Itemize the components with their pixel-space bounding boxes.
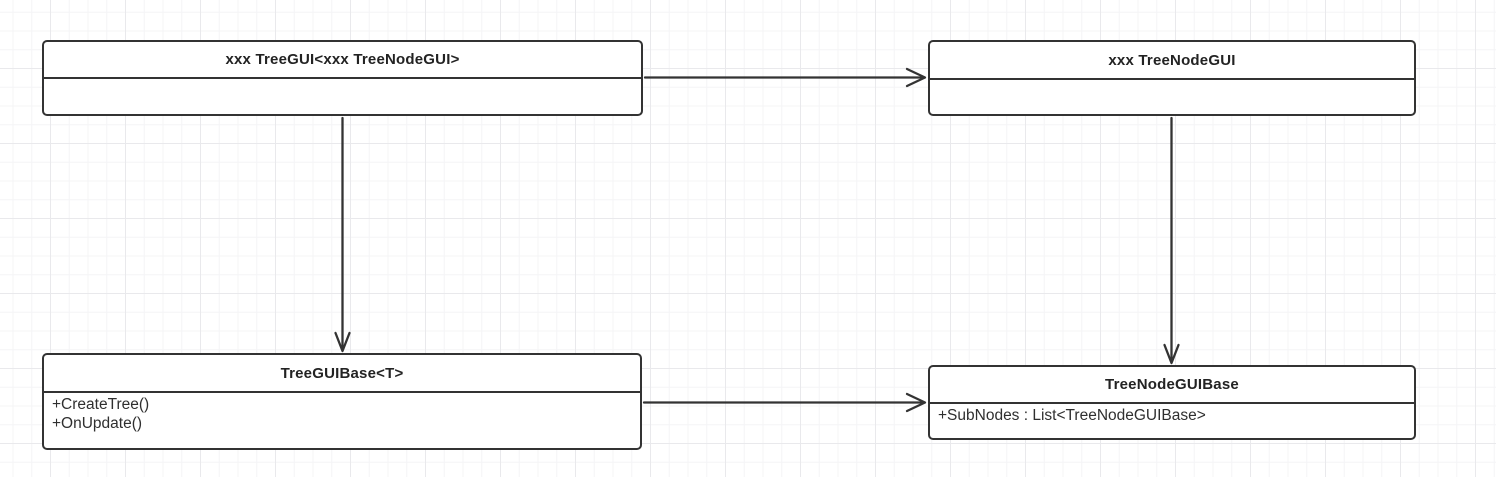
edge-treegui-to-treeguibase[interactable] — [334, 116, 351, 353]
edge-treeguibase-to-treenodeguibase[interactable] — [642, 392, 927, 413]
member-line: +OnUpdate() — [52, 414, 143, 432]
edge-treenodegui-to-treenodeguibase[interactable] — [1163, 116, 1180, 365]
class-title: TreeNodeGUIBase — [930, 367, 1414, 404]
class-node-tree-node-gui[interactable]: xxx TreeNodeGUI — [928, 40, 1416, 116]
member-line: +CreateTree() — [52, 396, 150, 413]
class-node-tree-node-gui-base[interactable]: TreeNodeGUIBase +SubNodes : List<TreeNod… — [928, 365, 1416, 440]
class-members-empty — [930, 80, 1414, 114]
class-title: xxx TreeGUI<xxx TreeNodeGUI> — [44, 42, 641, 79]
class-node-tree-gui-base[interactable]: TreeGUIBase<T> +CreateTree() +OnUpdate() — [42, 353, 642, 450]
class-title: xxx TreeNodeGUI — [930, 42, 1414, 80]
class-members: +SubNodes : List<TreeNodeGUIBase> — [930, 404, 1414, 438]
member-line: +SubNodes : List<TreeNodeGUIBase> — [938, 407, 1206, 424]
class-members-empty — [44, 79, 641, 114]
class-members: +CreateTree() +OnUpdate() — [44, 393, 640, 448]
class-node-tree-gui[interactable]: xxx TreeGUI<xxx TreeNodeGUI> — [42, 40, 643, 116]
edge-treegui-to-treenodegui[interactable] — [643, 67, 927, 88]
class-title: TreeGUIBase<T> — [44, 355, 640, 393]
